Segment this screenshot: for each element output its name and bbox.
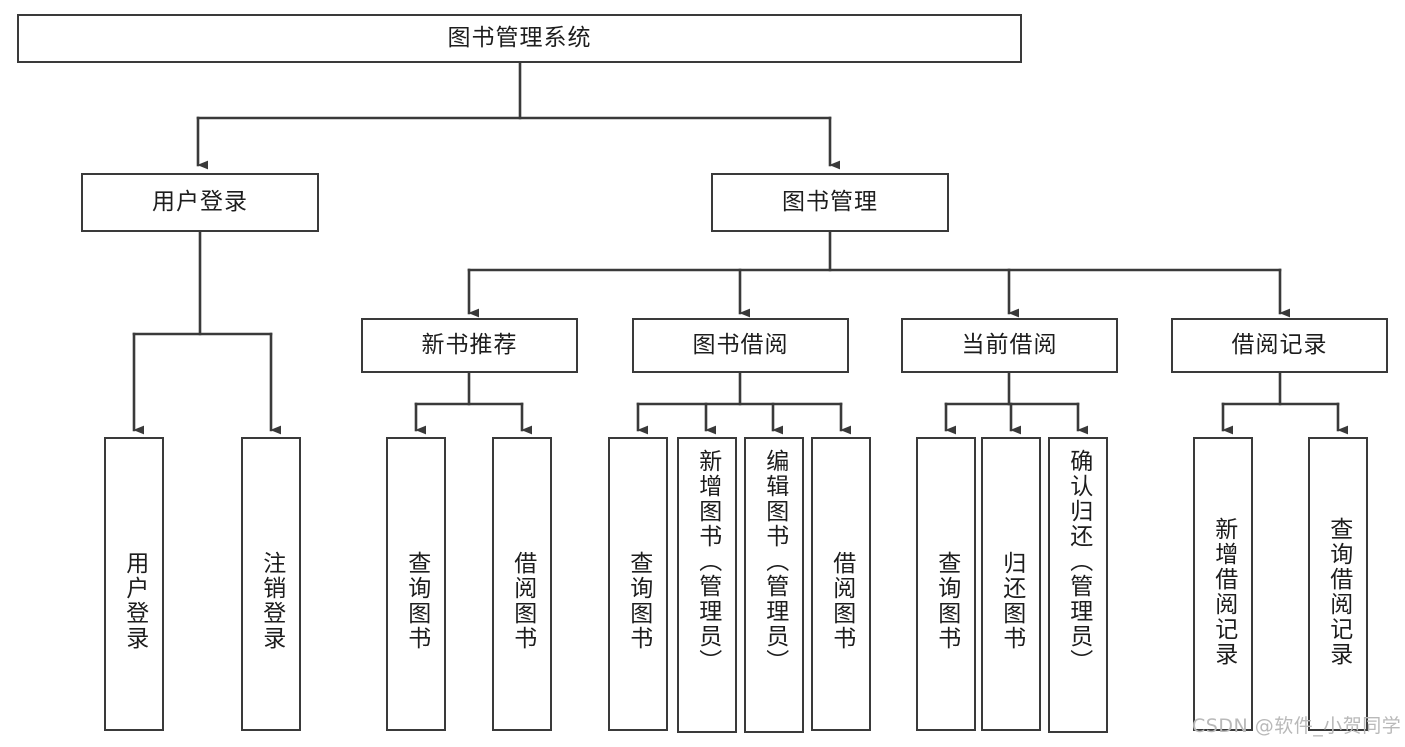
node-leaf-query-book-recommendation[interactable]: 查询图书 (386, 437, 446, 731)
node-leaf-add-borrow-record[interactable]: 新增借阅记录 (1193, 437, 1253, 731)
node-current-borrow[interactable]: 当前借阅 (901, 318, 1118, 373)
node-leaf-confirm-return[interactable]: 确认归还（管理员） (1048, 437, 1108, 733)
node-leaf-query-book-current[interactable]: 查询图书 (916, 437, 976, 731)
node-leaf-borrow-book-recommendation[interactable]: 借阅图书 (492, 437, 552, 731)
node-book-borrow[interactable]: 图书借阅 (632, 318, 849, 373)
node-leaf-query-borrow-record[interactable]: 查询借阅记录 (1308, 437, 1368, 731)
node-leaf-edit-book[interactable]: 编辑图书（管理员） (744, 437, 804, 733)
node-leaf-borrow-book[interactable]: 借阅图书 (811, 437, 871, 731)
node-leaf-add-book[interactable]: 新增图书（管理员） (677, 437, 737, 733)
node-leaf-query-book-borrow[interactable]: 查询图书 (608, 437, 668, 731)
node-root[interactable]: 图书管理系统 (17, 14, 1022, 63)
node-borrow-record[interactable]: 借阅记录 (1171, 318, 1388, 373)
node-leaf-return-book[interactable]: 归还图书 (981, 437, 1041, 731)
csdn-watermark: CSDN @软件_小贺同学 (1192, 715, 1402, 737)
node-leaf-user-login[interactable]: 用户登录 (104, 437, 164, 731)
node-leaf-user-logout[interactable]: 注销登录 (241, 437, 301, 731)
node-book-management-module[interactable]: 图书管理 (711, 173, 949, 232)
node-new-book-recommendation[interactable]: 新书推荐 (361, 318, 578, 373)
node-user-login-module[interactable]: 用户登录 (81, 173, 319, 232)
